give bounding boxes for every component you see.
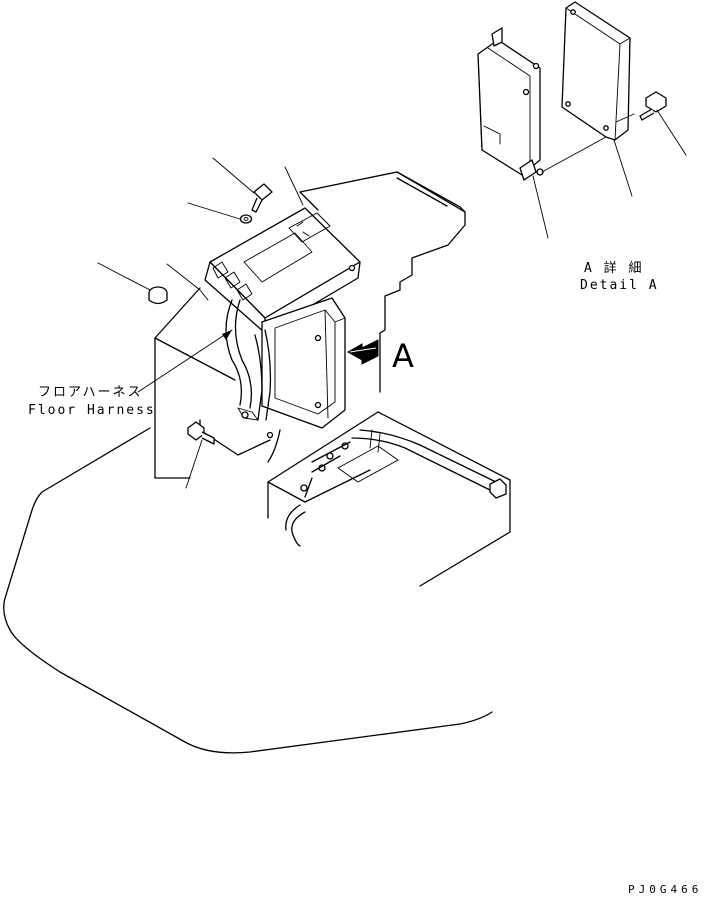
detail-a-label-en: Detail A: [580, 278, 659, 293]
view-arrow: [348, 340, 378, 364]
bolt-top: [241, 184, 273, 223]
controller-unit: [205, 208, 360, 333]
leader-lines: [98, 110, 686, 488]
detail-bolt: [640, 92, 666, 120]
controller-bracket: [262, 298, 345, 438]
detail-bracket: [478, 28, 543, 180]
view-a-letter: A: [392, 337, 414, 375]
rubber-cap: [149, 287, 167, 304]
drawing-code: PJ0G466: [628, 883, 703, 896]
detail-controller: [562, 2, 630, 140]
bolt-side: [188, 422, 214, 444]
floor-harness-label-jp: フロアハーネス: [38, 385, 143, 400]
leader-arrow: [222, 330, 232, 340]
floor-harness-label-en: Floor Harness: [28, 403, 156, 418]
seat-base: [268, 412, 510, 586]
floor-outline: [4, 428, 492, 753]
detail-a-label-jp: A 詳 細: [584, 261, 644, 276]
wire-harness: [226, 300, 280, 462]
